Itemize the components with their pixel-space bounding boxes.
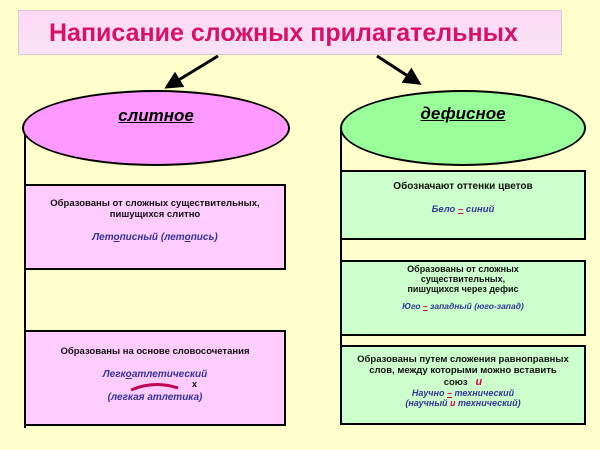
rule-text: Образованы от сложных: [407, 264, 519, 274]
page-title: Написание сложных прилагательных: [18, 10, 562, 55]
rule-text: существительных,: [420, 274, 506, 284]
rule-text: Обозначают оттенки цветов: [393, 181, 533, 192]
arrow-left: [164, 54, 219, 89]
example-phrase: (легкая атлетика): [107, 392, 203, 403]
left-connector-line: [24, 130, 26, 428]
fused-rule-nouns: Образованы от сложных существительных, п…: [24, 184, 286, 270]
example-phrase: (научный и технический): [405, 398, 521, 408]
arrow-right: [376, 54, 422, 85]
rule-text: пишущихся через дефис: [407, 284, 519, 294]
rule-text: Образованы от сложных существительных,: [50, 198, 260, 209]
rule-text: пишущихся слитно: [109, 209, 201, 220]
rule-text: Образованы путем сложения равноправных: [357, 354, 569, 365]
rule-text: союз и: [443, 376, 483, 388]
heading-hyphenated: дефисное: [340, 90, 586, 166]
example: Научно – технический: [411, 388, 515, 398]
example: Летописный (летопись): [92, 232, 218, 243]
arc-mark: x: [26, 379, 284, 392]
hyphen-rule-nouns: Образованы от сложных существительных, п…: [340, 260, 586, 336]
example: Бело – синий: [431, 204, 495, 215]
hyphen-rule-colors: Обозначают оттенки цветов Бело – синий: [340, 170, 586, 240]
rule-text: Образованы на основе словосочетания: [60, 346, 250, 357]
rule-text: слов, между которыми можно вставить: [369, 365, 557, 376]
fused-rule-phrase: Образованы на основе словосочетания Легк…: [24, 330, 286, 426]
hyphen-rule-equal-words: Образованы путем сложения равноправных с…: [340, 345, 586, 425]
heading-fused: слитное: [22, 90, 290, 166]
example: Юго – западный (юго-запад): [402, 301, 524, 311]
example: Легкоатлетический: [102, 369, 208, 380]
